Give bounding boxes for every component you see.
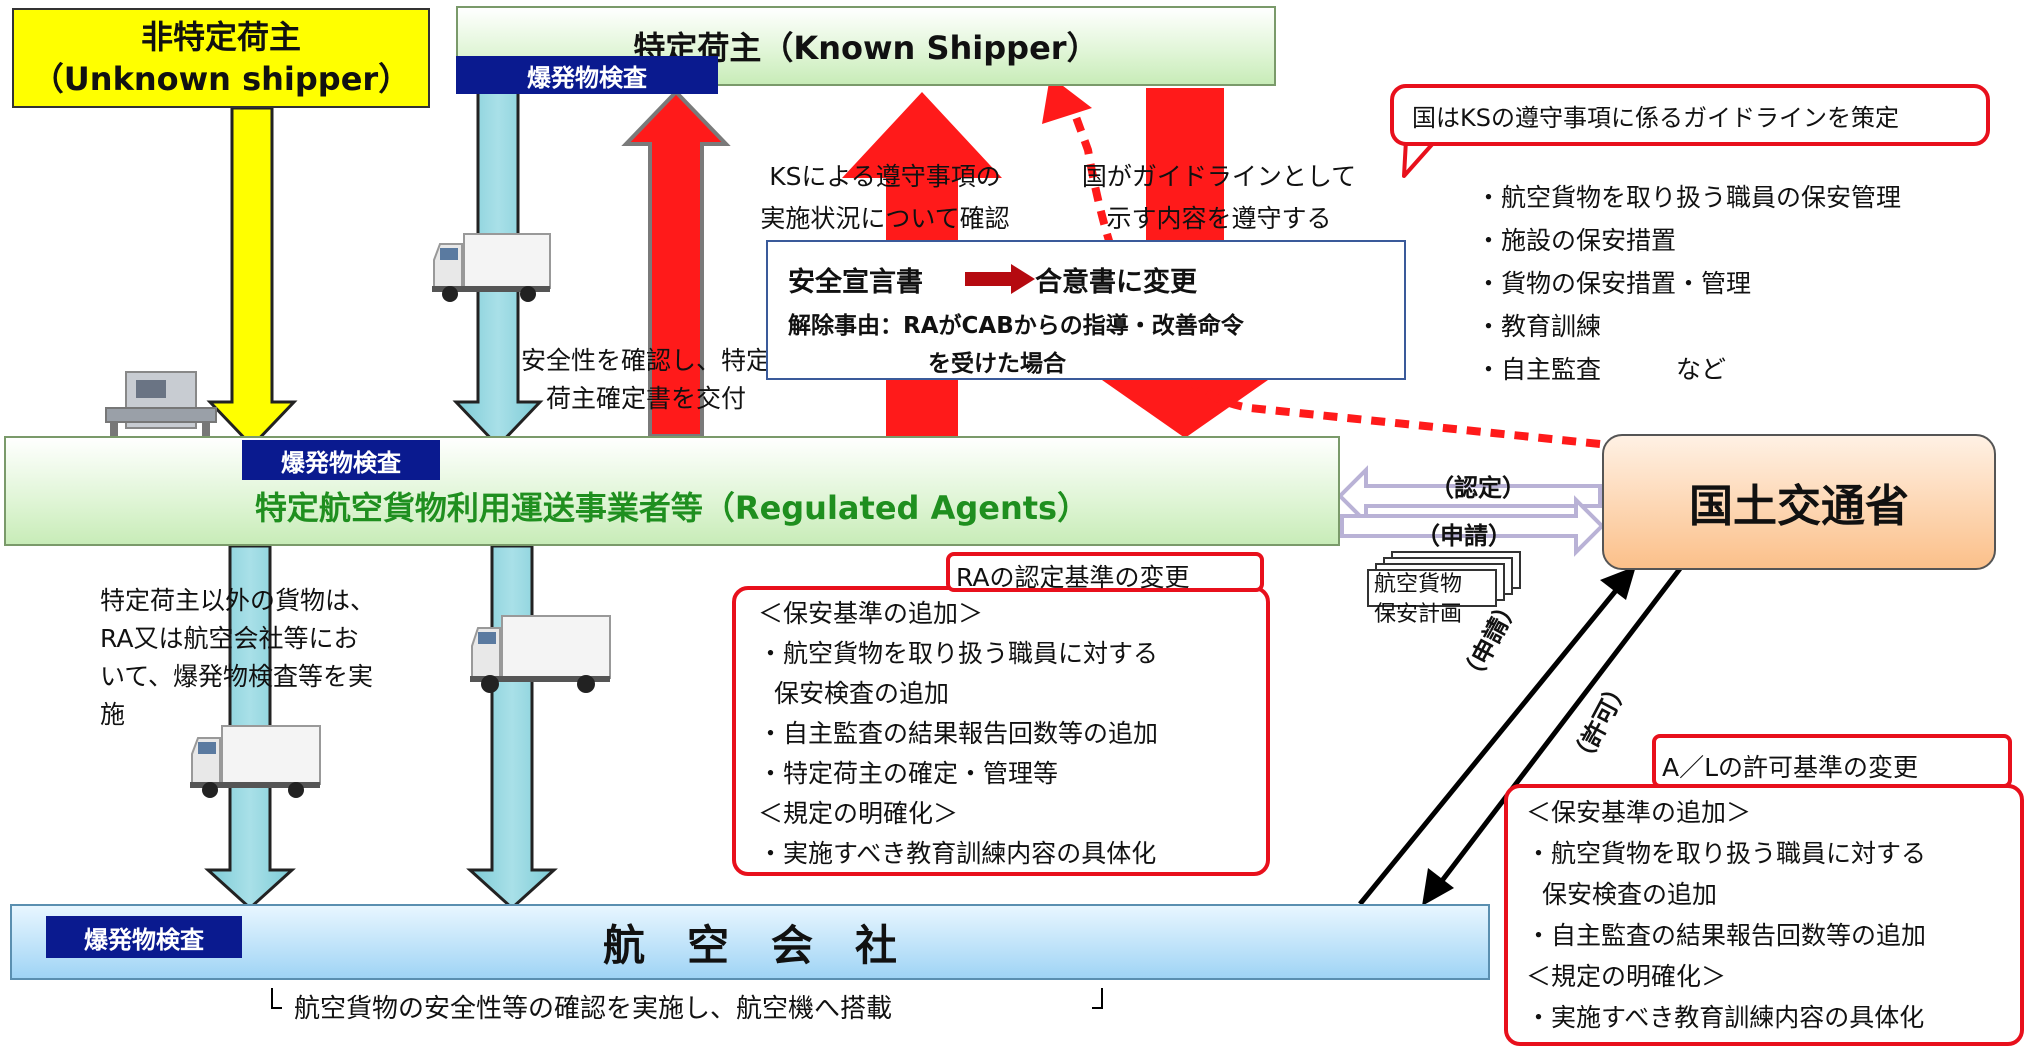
ra-change-item-5: ＜規定の明確化＞: [758, 799, 959, 828]
security-plan-label: 航空貨物 保安計画: [1374, 570, 1462, 630]
airline-box: 航 空 会 社: [10, 904, 1490, 980]
unknown-shipper-box: 非特定荷主 （Unknown shipper）: [12, 8, 430, 108]
ra-change-item-0: ＜保安基準の追加＞: [758, 599, 984, 628]
apply-arrow: [1340, 495, 1605, 557]
ra-to-airline-arrow-right: [466, 544, 558, 911]
al-change-item-0: ＜保安基準の追加＞: [1526, 798, 1752, 827]
al-change-item-1: ・航空貨物を取り扱う職員に対する: [1526, 839, 1927, 868]
non-ks-note-line1: 特定荷主以外の貨物は、: [100, 586, 376, 615]
declaration-change-arrow-icon: [965, 264, 1035, 294]
guideline-item-0: ・航空貨物を取り扱う職員の保安管理: [1476, 183, 1902, 212]
ra-criteria-change-label: RAの認定基準の変更: [946, 552, 1264, 592]
ra-explosive-inspection-badge: 爆発物検査: [242, 440, 440, 480]
al-criteria-change-box: ＜保安基準の追加＞ ・航空貨物を取り扱う職員に対する保安検査の追加・自主監査の結果…: [1504, 784, 2024, 1046]
declaration-box: 安全宣言書 合意書に変更 解除事由：RAがCABからの指導・改善命令 を受けた場…: [766, 240, 1406, 380]
unknown-shipper-en-label: （Unknown shipper）: [31, 60, 411, 98]
regulated-agents-box: 特定航空貨物利用運送事業者等（Regulated Agents）: [4, 436, 1340, 546]
declaration-safety-title: 安全宣言書: [788, 266, 923, 298]
mlit-permit-arrowhead: [1422, 868, 1454, 906]
certify-arrow: [1337, 465, 1602, 527]
ra-change-item-1: ・航空貨物を取り扱う職員に対する: [758, 639, 1159, 668]
ra-confirm-line2: 荷主確定書を交付: [545, 384, 746, 413]
airline-footer-bracket: [271, 988, 1103, 1009]
guideline-compliance-line2: 示す内容を遵守する: [1106, 204, 1332, 233]
al-criteria-change-label: A／Lの許可基準の変更: [1652, 734, 2012, 788]
certify-label: （認定）: [1430, 474, 1526, 502]
airline-apply-line: [1358, 586, 1620, 906]
guideline-callout: 国はKSの遵守事項に係るガイドラインを策定: [1390, 84, 1990, 146]
non-ks-cargo-note: 特定荷主以外の貨物は、 RA又は航空会社等にお いて、爆発物検査等を実 施: [100, 582, 375, 734]
declaration-agreement-title: 合意書に変更: [1035, 266, 1197, 298]
guideline-compliance-line1: 国がガイドラインとして: [1081, 162, 1357, 191]
truck-icon: [470, 615, 611, 693]
truck-icon: [190, 725, 321, 798]
guideline-item-2: ・貨物の保安措置・管理: [1476, 269, 1752, 298]
airline-apply-arrowhead: [1600, 566, 1636, 600]
security-plan-document-icon: [1367, 551, 1521, 607]
guideline-item-3: ・教育訓練: [1476, 312, 1602, 341]
xray-scanner-icon: [105, 371, 217, 440]
airline-footer-note: 航空貨物の安全性等の確認を実施し、航空機へ搭載: [294, 994, 893, 1024]
guideline-item-1: ・施設の保安措置: [1476, 226, 1677, 255]
unknown-shipper-label: 非特定荷主: [140, 18, 301, 56]
unknown-to-ra-arrow: [206, 106, 298, 449]
ks-check-line1: KSによる遵守事項の: [769, 162, 1001, 191]
guideline-items-list: ・航空貨物を取り扱う職員の保安管理・施設の保安措置・貨物の保安措置・管理・教育訓…: [1476, 176, 1901, 391]
al-change-item-2: 保安検査の追加: [1542, 880, 1718, 909]
declaration-cancel-reason: 解除事由：RAがCABからの指導・改善命令: [788, 313, 1244, 339]
mlit-title: 国土交通省: [1689, 481, 1909, 532]
ra-criteria-change-box: ＜保安基準の追加＞ ・航空貨物を取り扱う職員に対する保安検査の追加・自主監査の結果…: [732, 586, 1270, 876]
ks-explosive-inspection-badge: 爆発物検査: [456, 56, 718, 94]
ks-check-line2: 実施状況について確認: [760, 204, 1010, 233]
security-plan-line1: 航空貨物: [1374, 572, 1463, 597]
ks-check-note: KSによる遵守事項の 実施状況について確認: [740, 156, 1030, 240]
non-ks-note-line4: 施: [100, 700, 126, 729]
ra-change-item-3: ・自主監査の結果報告回数等の追加: [758, 719, 1159, 748]
ra-change-item-4: ・特定荷主の確定・管理等: [758, 759, 1059, 788]
mlit-box: 国土交通省: [1602, 434, 1996, 570]
al-change-item-4: ＜規定の明確化＞: [1526, 962, 1727, 991]
ra-confirm-note: 安全性を確認し、特定 荷主確定書を交付: [496, 342, 796, 418]
guideline-callout-title: 国はKSの遵守事項に係るガイドラインを策定: [1412, 103, 1899, 132]
airline-explosive-inspection-badge: 爆発物検査: [46, 916, 242, 958]
security-plan-line2: 保安計画: [1374, 602, 1463, 627]
guideline-item-4: ・自主監査 など: [1476, 355, 1727, 384]
declaration-cancel-reason-cont: を受けた場合: [928, 351, 1066, 377]
mlit-permit-line: [1436, 564, 1684, 888]
non-ks-note-line2: RA又は航空会社等にお: [100, 624, 359, 653]
non-ks-note-line3: いて、爆発物検査等を実: [100, 662, 374, 691]
regulated-agents-title: 特定航空貨物利用運送事業者等（Regulated Agents）: [254, 489, 1090, 527]
ra-change-item-6: ・実施すべき教育訓練内容の具体化: [758, 839, 1157, 868]
airline-title: 航 空 会 社: [602, 920, 897, 970]
ra-change-item-2: 保安検査の追加: [774, 679, 950, 708]
ra-to-ks-certificate-arrow: [621, 89, 731, 438]
al-change-item-3: ・自主監査の結果報告回数等の追加: [1526, 921, 1927, 950]
truck-icon: [432, 233, 551, 302]
al-change-item-5: ・実施すべき教育訓練内容の具体化: [1526, 1003, 1925, 1032]
guideline-dotted-arrowhead: [1042, 76, 1092, 124]
ra-confirm-line1: 安全性を確認し、特定: [520, 346, 771, 375]
apply-label: （申請）: [1416, 522, 1512, 550]
guideline-compliance-note: 国がガイドラインとして 示す内容を遵守する: [1074, 156, 1364, 240]
